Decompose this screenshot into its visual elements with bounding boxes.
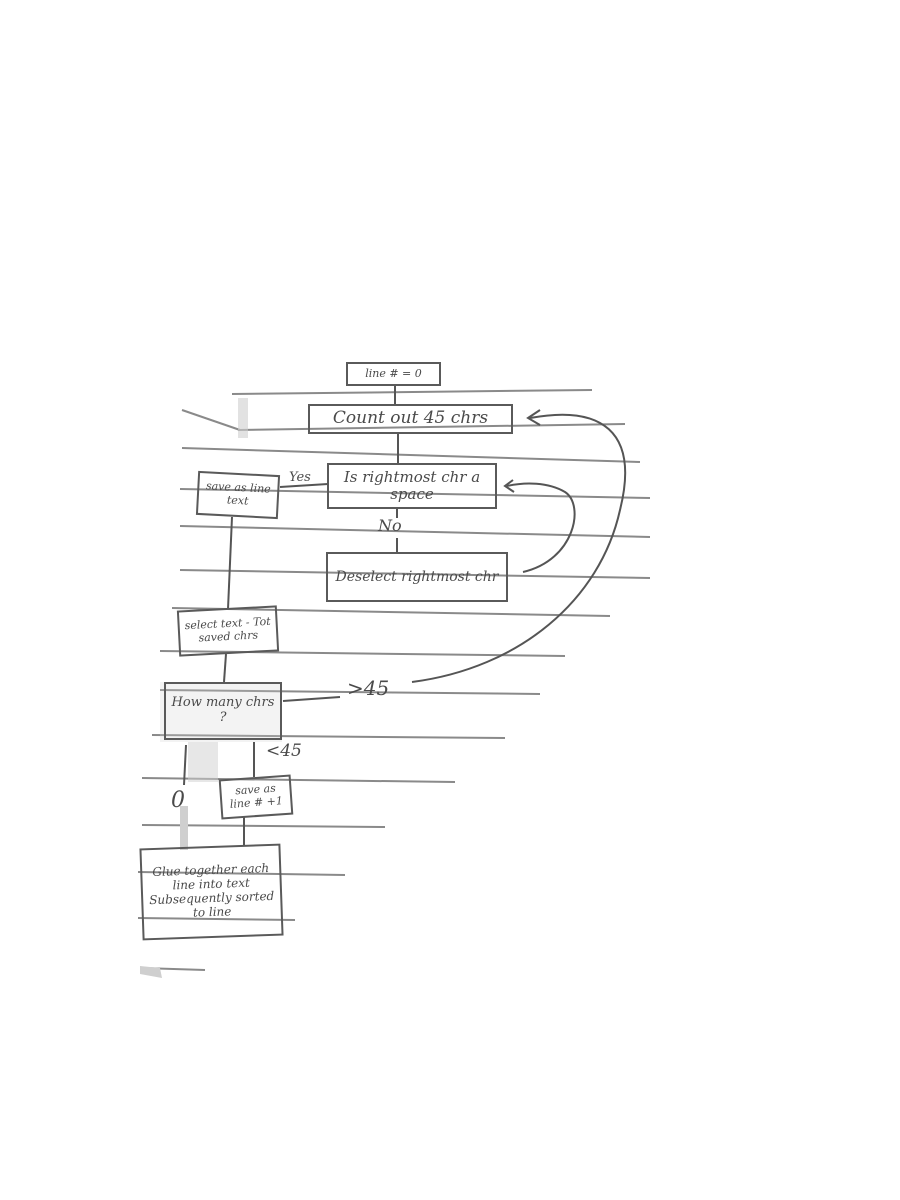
node-count: Count out 45 chrs <box>308 404 513 434</box>
node-init: line # = 0 <box>346 362 441 386</box>
smudges <box>140 398 282 978</box>
edge-label-lt45: <45 <box>266 741 302 761</box>
connectors <box>183 385 627 849</box>
node-select-text: select text - Tot saved chrs <box>176 605 280 657</box>
node-deselect: Deselect rightmost chr <box>326 552 508 602</box>
node-glue: Glue together each line into text Subseq… <box>139 843 284 941</box>
edge-label-gte45: >45 <box>347 676 390 700</box>
edge-label-no: No <box>378 516 402 535</box>
edge-label-zero: 0 <box>171 788 185 813</box>
node-save-line: save as line text <box>195 470 281 520</box>
edge-label-yes: Yes <box>289 470 311 485</box>
node-how-many: How many chrs ? <box>164 682 282 740</box>
node-decision-space: Is rightmost chr a space <box>327 463 497 509</box>
node-line-plus: save as line # +1 <box>218 774 294 820</box>
